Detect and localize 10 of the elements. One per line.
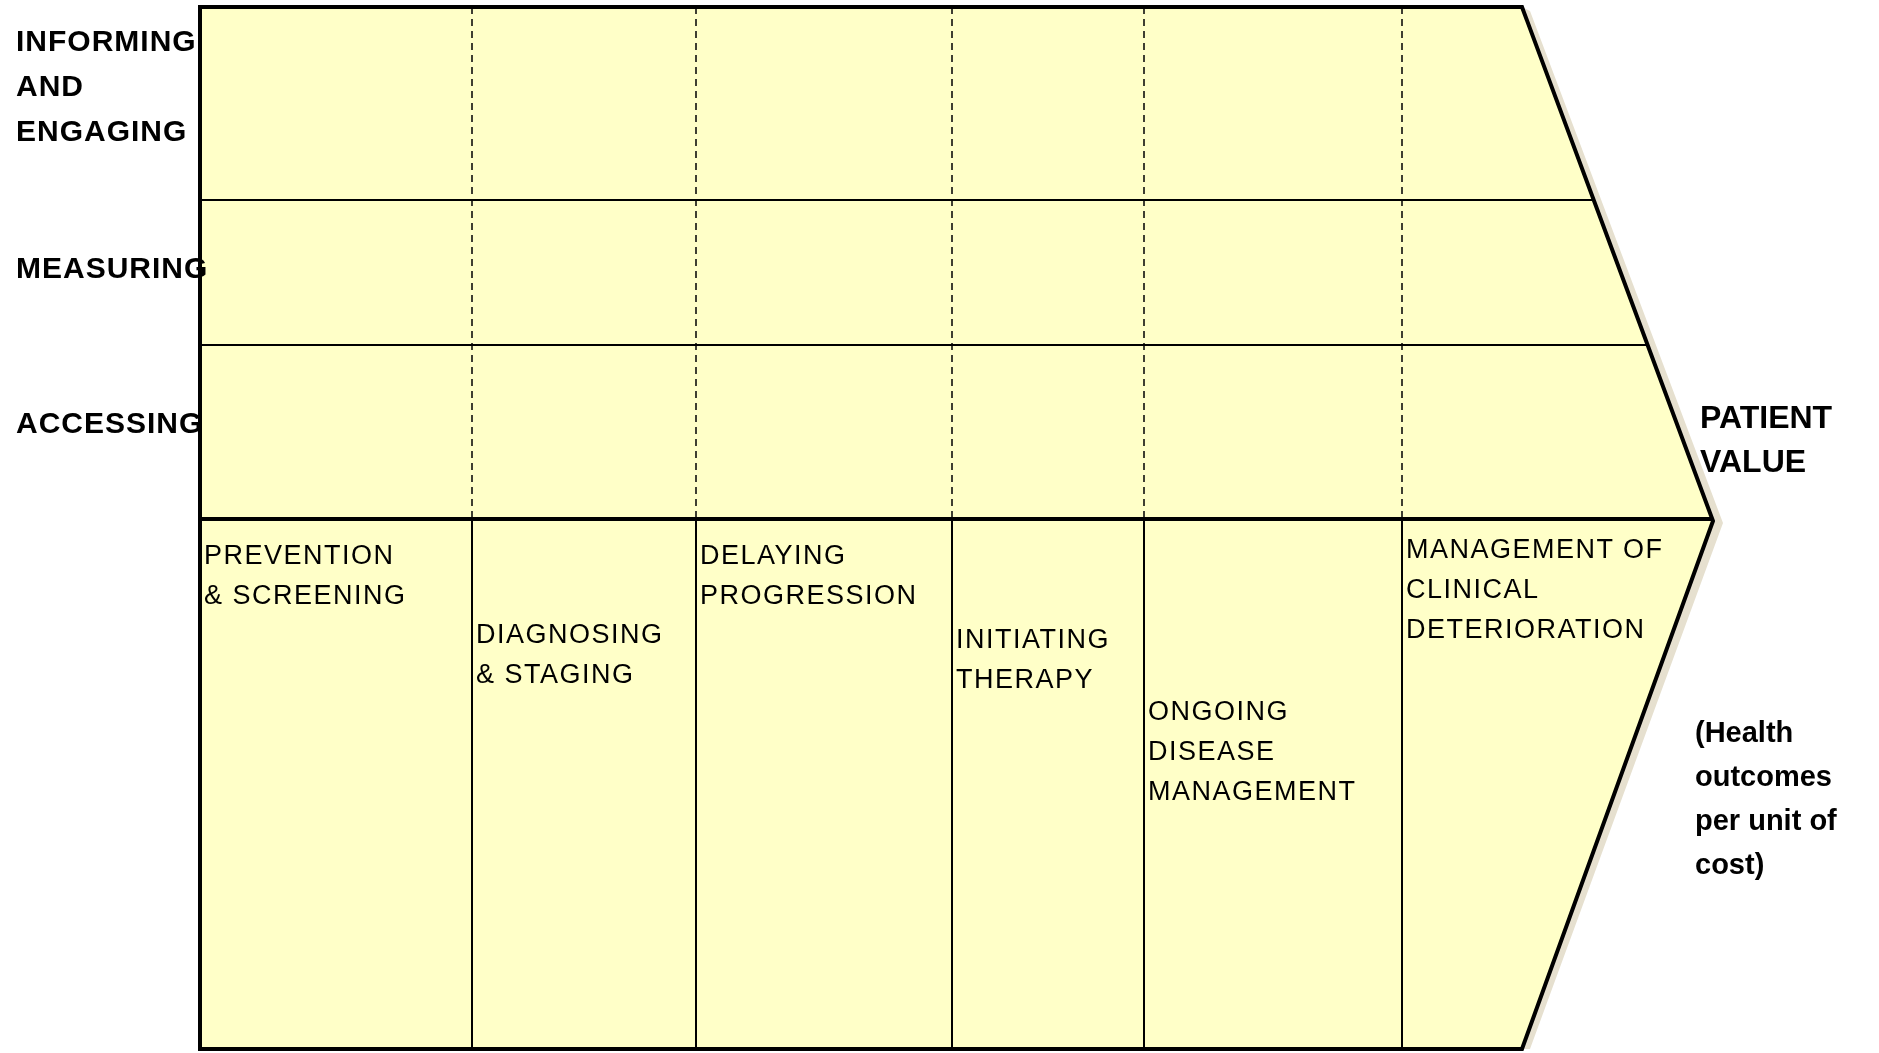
stage-label: INITIATING THERAPY (956, 623, 1111, 696)
stage-label: DIAGNOSING & STAGING (476, 618, 665, 691)
row-heading: ACCESSING (16, 405, 205, 441)
stage-label: ONGOING DISEASE MANAGEMENT (1148, 695, 1358, 808)
stage-label: MANAGEMENT OF CLINICAL DETERIORATION (1406, 533, 1665, 646)
outcome-title: PATIENT VALUE (1700, 398, 1834, 481)
stage-label: PREVENTION & SCREENING (204, 539, 408, 612)
row-heading: INFORMING AND ENGAGING (16, 23, 198, 149)
outcome-note: (Health outcomes per unit of cost) (1695, 715, 1838, 882)
stage-label: DELAYING PROGRESSION (700, 539, 919, 612)
